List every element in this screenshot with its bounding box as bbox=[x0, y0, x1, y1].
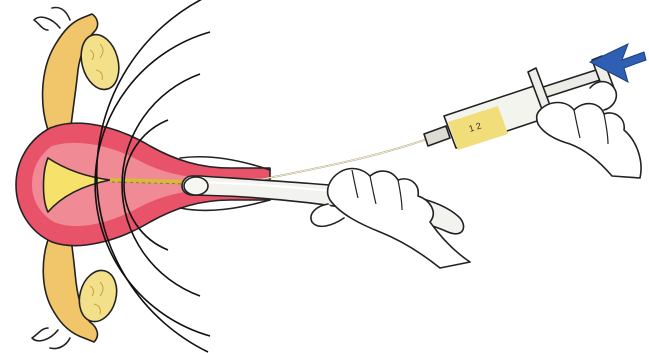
syringe-plunger-rod bbox=[540, 70, 600, 98]
syringe-hand-glove bbox=[537, 103, 641, 179]
syringe-hub bbox=[424, 126, 450, 146]
probe-tip bbox=[184, 177, 208, 195]
lower-tube-fimbria bbox=[32, 328, 70, 349]
upper-tube-fimbria bbox=[34, 8, 70, 31]
